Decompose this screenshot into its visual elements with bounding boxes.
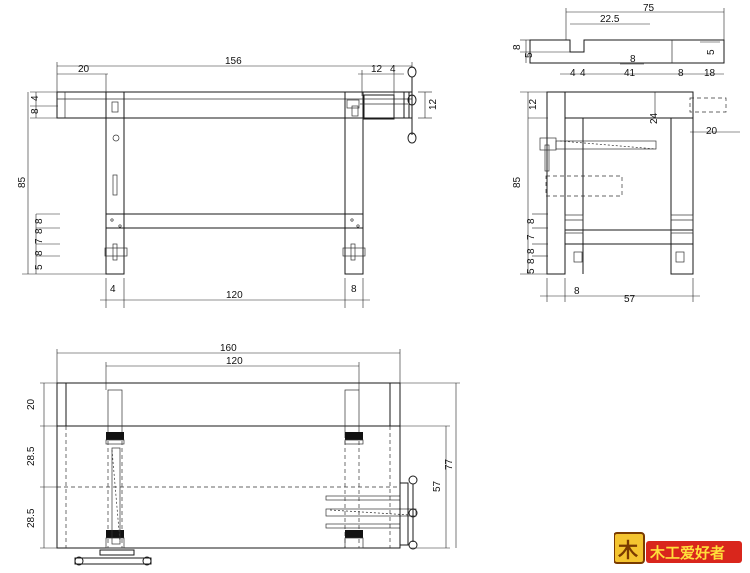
front-dim-leg-right: 8 xyxy=(351,284,357,295)
front-dim-width: 156 xyxy=(225,56,242,67)
front-dim-top-b: 8 xyxy=(30,108,41,114)
side-dim-groove-pos: 22.5 xyxy=(600,14,620,25)
side-view xyxy=(529,39,727,275)
top-dim-depth: 77 xyxy=(444,458,455,470)
top-view xyxy=(56,382,418,566)
front-dim-height: 85 xyxy=(17,176,28,188)
side-dim-top-c: 5 xyxy=(706,49,717,55)
top-dim-front-board: 20 xyxy=(26,398,37,410)
front-dim-vise-a: 12 xyxy=(371,64,383,75)
front-dim-leg-left: 4 xyxy=(110,284,116,295)
side-dim-groove-width: 8 xyxy=(630,54,636,65)
front-right-leg xyxy=(344,91,364,275)
side-front-leg xyxy=(546,91,566,275)
side-dim-rail-a: 8 xyxy=(526,218,537,224)
side-dim-seg-1: 4 xyxy=(570,68,576,79)
top-dim-mid-b: 28.5 xyxy=(26,508,37,528)
side-dim-top-a: 8 xyxy=(512,44,523,50)
side-dim-leg-span: 57 xyxy=(624,294,636,305)
site-logo: 木 木工爱好者 xyxy=(613,527,744,567)
side-dim-height: 85 xyxy=(512,176,523,188)
front-dim-vise-b: 4 xyxy=(390,64,396,75)
front-dim-rail-a: 8 xyxy=(34,218,45,224)
side-dim-leg-thick: 8 xyxy=(574,286,580,297)
side-dim-apron: 12 xyxy=(528,98,539,110)
front-dim-rail-c: 7 xyxy=(34,238,45,244)
front-left-leg xyxy=(105,91,125,275)
side-dim-depth: 75 xyxy=(643,3,655,14)
front-dimensions: 156 20 12 4 12 4 8 85 8 8 7 8 5 4 120 8 xyxy=(17,56,439,308)
side-dim-rail-e: 5 xyxy=(526,268,537,274)
side-rear-leg xyxy=(670,117,694,275)
side-dimensions: 75 22.5 8 8 5 5 4 4 41 8 18 12 24 20 85 … xyxy=(512,3,740,305)
top-dim-width: 160 xyxy=(220,343,237,354)
front-dim-top-left: 20 xyxy=(78,64,90,75)
side-dim-seg-3: 41 xyxy=(624,68,636,79)
top-dim-mid-a: 28.5 xyxy=(26,446,37,466)
logo-text: 木工爱好者 xyxy=(649,544,725,562)
top-outline xyxy=(56,382,401,549)
side-dim-seg-2: 4 xyxy=(580,68,586,79)
front-dim-leg-span: 120 xyxy=(226,290,243,301)
logo-char: 木 xyxy=(617,538,639,562)
logo-graphic: 木 木工爱好者 xyxy=(613,532,742,564)
side-dim-rail-b: 7 xyxy=(526,234,537,240)
top-dimensions: 160 120 20 28.5 28.5 57 77 xyxy=(26,343,460,549)
side-dim-seg-5: 18 xyxy=(704,68,716,79)
front-dim-rail-d: 8 xyxy=(34,250,45,256)
side-dim-rail-c: 8 xyxy=(526,248,537,254)
front-dim-top-thickness: 12 xyxy=(428,98,439,110)
front-view xyxy=(56,66,417,275)
top-dim-inner-depth: 57 xyxy=(432,480,443,492)
side-dim-rail-d: 8 xyxy=(526,258,537,264)
side-dim-overhang: 20 xyxy=(706,126,718,137)
side-dim-top-b: 5 xyxy=(524,52,535,58)
side-dim-seg-4: 8 xyxy=(678,68,684,79)
side-top-profile xyxy=(529,39,725,64)
front-dim-top-a: 4 xyxy=(30,95,41,101)
front-dim-rail-e: 5 xyxy=(34,264,45,270)
side-dim-apron-depth: 24 xyxy=(649,112,660,124)
front-vise-block xyxy=(363,94,395,120)
top-dim-leg-span: 120 xyxy=(226,356,243,367)
front-dim-rail-b: 8 xyxy=(34,228,45,234)
